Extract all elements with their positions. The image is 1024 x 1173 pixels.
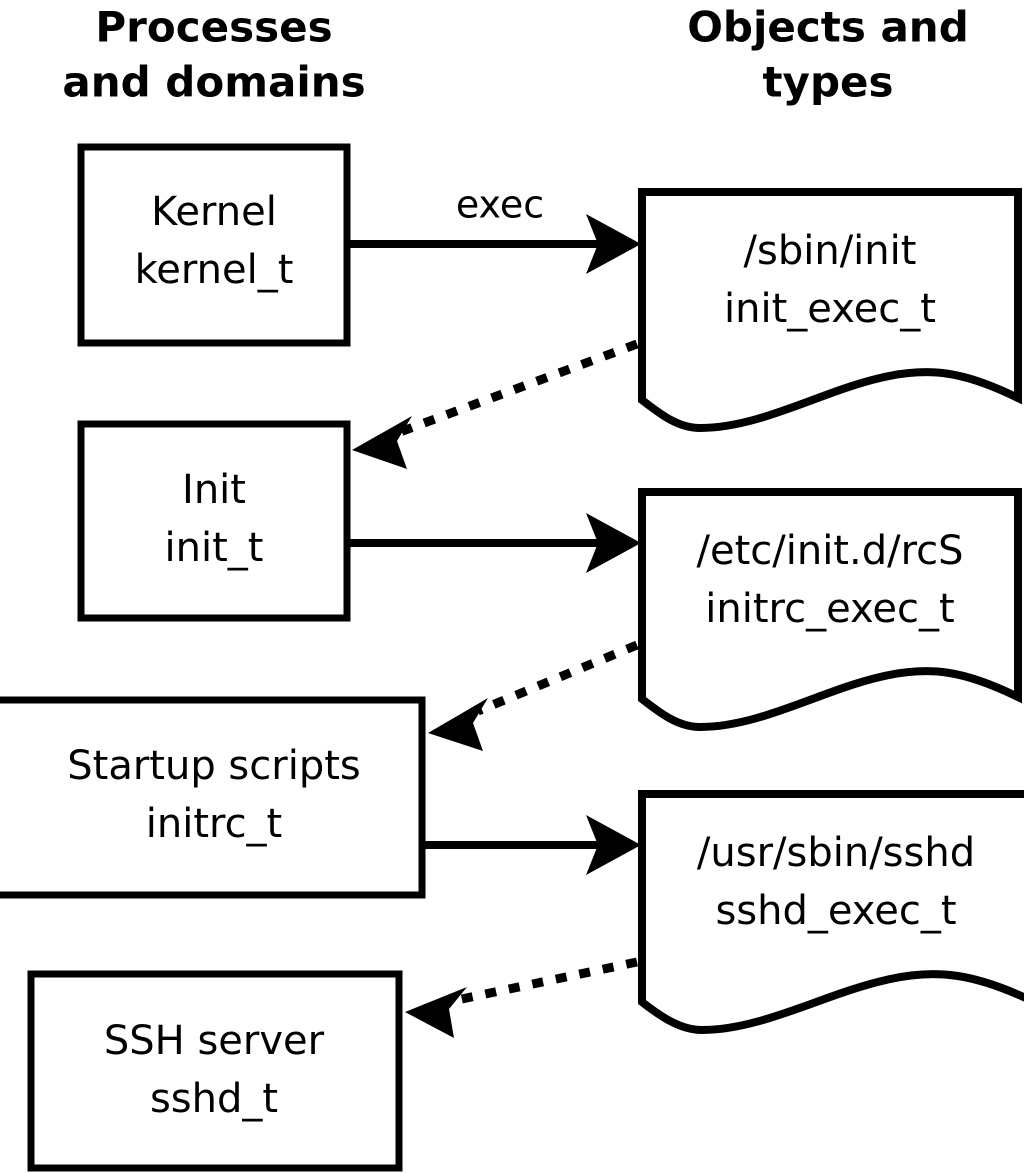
process-node-sshd-line1: SSH server — [104, 1018, 325, 1064]
process-node-init[interactable]: Init init_t — [77, 420, 351, 622]
edge-initrc-exec-transition-initrc — [428, 640, 639, 751]
object-node-sshd-exec[interactable]: /usr/sbin/sshd sshd_exec_t — [638, 790, 1024, 1035]
edge-sshd-exec-transition-sshd — [405, 957, 638, 1038]
object-node-sshd-exec-document[interactable] — [638, 790, 1024, 1035]
process-node-initrc-box[interactable] — [0, 696, 426, 899]
object-node-initrc-exec-line2: initrc_exec_t — [705, 586, 954, 632]
edge-line — [476, 640, 639, 716]
column-header-processes: Processes and domains — [62, 3, 365, 107]
object-node-init-exec-document[interactable] — [638, 188, 1022, 433]
edge-label-exec: exec — [456, 183, 544, 227]
column-header-processes-line1: Processes — [95, 3, 332, 52]
object-node-sshd-exec-line1: /usr/sbin/sshd — [697, 830, 975, 876]
object-node-init-exec[interactable]: /sbin/init init_exec_t — [638, 188, 1022, 433]
edge-init-exec-transition-init — [352, 339, 639, 469]
column-header-processes-line2: and domains — [62, 58, 365, 107]
process-node-kernel-line2: kernel_t — [135, 247, 294, 293]
process-node-initrc[interactable]: Startup scripts initrc_t — [0, 696, 426, 899]
edge-line — [398, 339, 639, 437]
object-node-init-exec-line1: /sbin/init — [744, 228, 917, 274]
process-node-init-line2: init_t — [165, 525, 264, 571]
object-node-initrc-exec-line1: /etc/init.d/rcS — [696, 528, 963, 574]
edge-initrc-exec-sshd-exec — [425, 815, 641, 875]
edge-kernel-exec-init-exec: exec — [350, 183, 641, 274]
arrowhead — [352, 416, 412, 469]
process-node-kernel[interactable]: Kernel kernel_t — [77, 143, 351, 347]
process-node-sshd[interactable]: SSH server sshd_t — [27, 970, 403, 1172]
column-header-objects-line2: types — [762, 58, 893, 107]
column-header-objects-line1: Objects and — [687, 3, 969, 52]
object-node-sshd-exec-line2: sshd_exec_t — [715, 888, 956, 934]
process-node-init-box[interactable] — [77, 420, 351, 622]
arrowhead — [405, 987, 467, 1038]
process-node-init-line1: Init — [182, 467, 246, 513]
process-node-sshd-line2: sshd_t — [150, 1076, 278, 1122]
edge-init-exec-initrc-exec — [350, 513, 641, 573]
process-node-kernel-box[interactable] — [77, 143, 351, 347]
process-node-kernel-line1: Kernel — [151, 189, 277, 235]
arrowhead — [586, 513, 641, 573]
column-header-objects: Objects and types — [687, 3, 969, 107]
arrowhead — [586, 815, 641, 875]
arrowhead — [586, 214, 641, 274]
process-node-initrc-line1: Startup scripts — [67, 743, 360, 789]
object-node-init-exec-line2: init_exec_t — [724, 286, 936, 332]
object-node-initrc-exec[interactable]: /etc/init.d/rcS initrc_exec_t — [638, 488, 1022, 732]
process-node-sshd-box[interactable] — [27, 970, 403, 1172]
process-node-initrc-line2: initrc_t — [146, 801, 283, 847]
edge-line — [456, 957, 638, 1005]
object-node-initrc-exec-document[interactable] — [638, 488, 1022, 732]
arrowhead — [428, 698, 488, 751]
